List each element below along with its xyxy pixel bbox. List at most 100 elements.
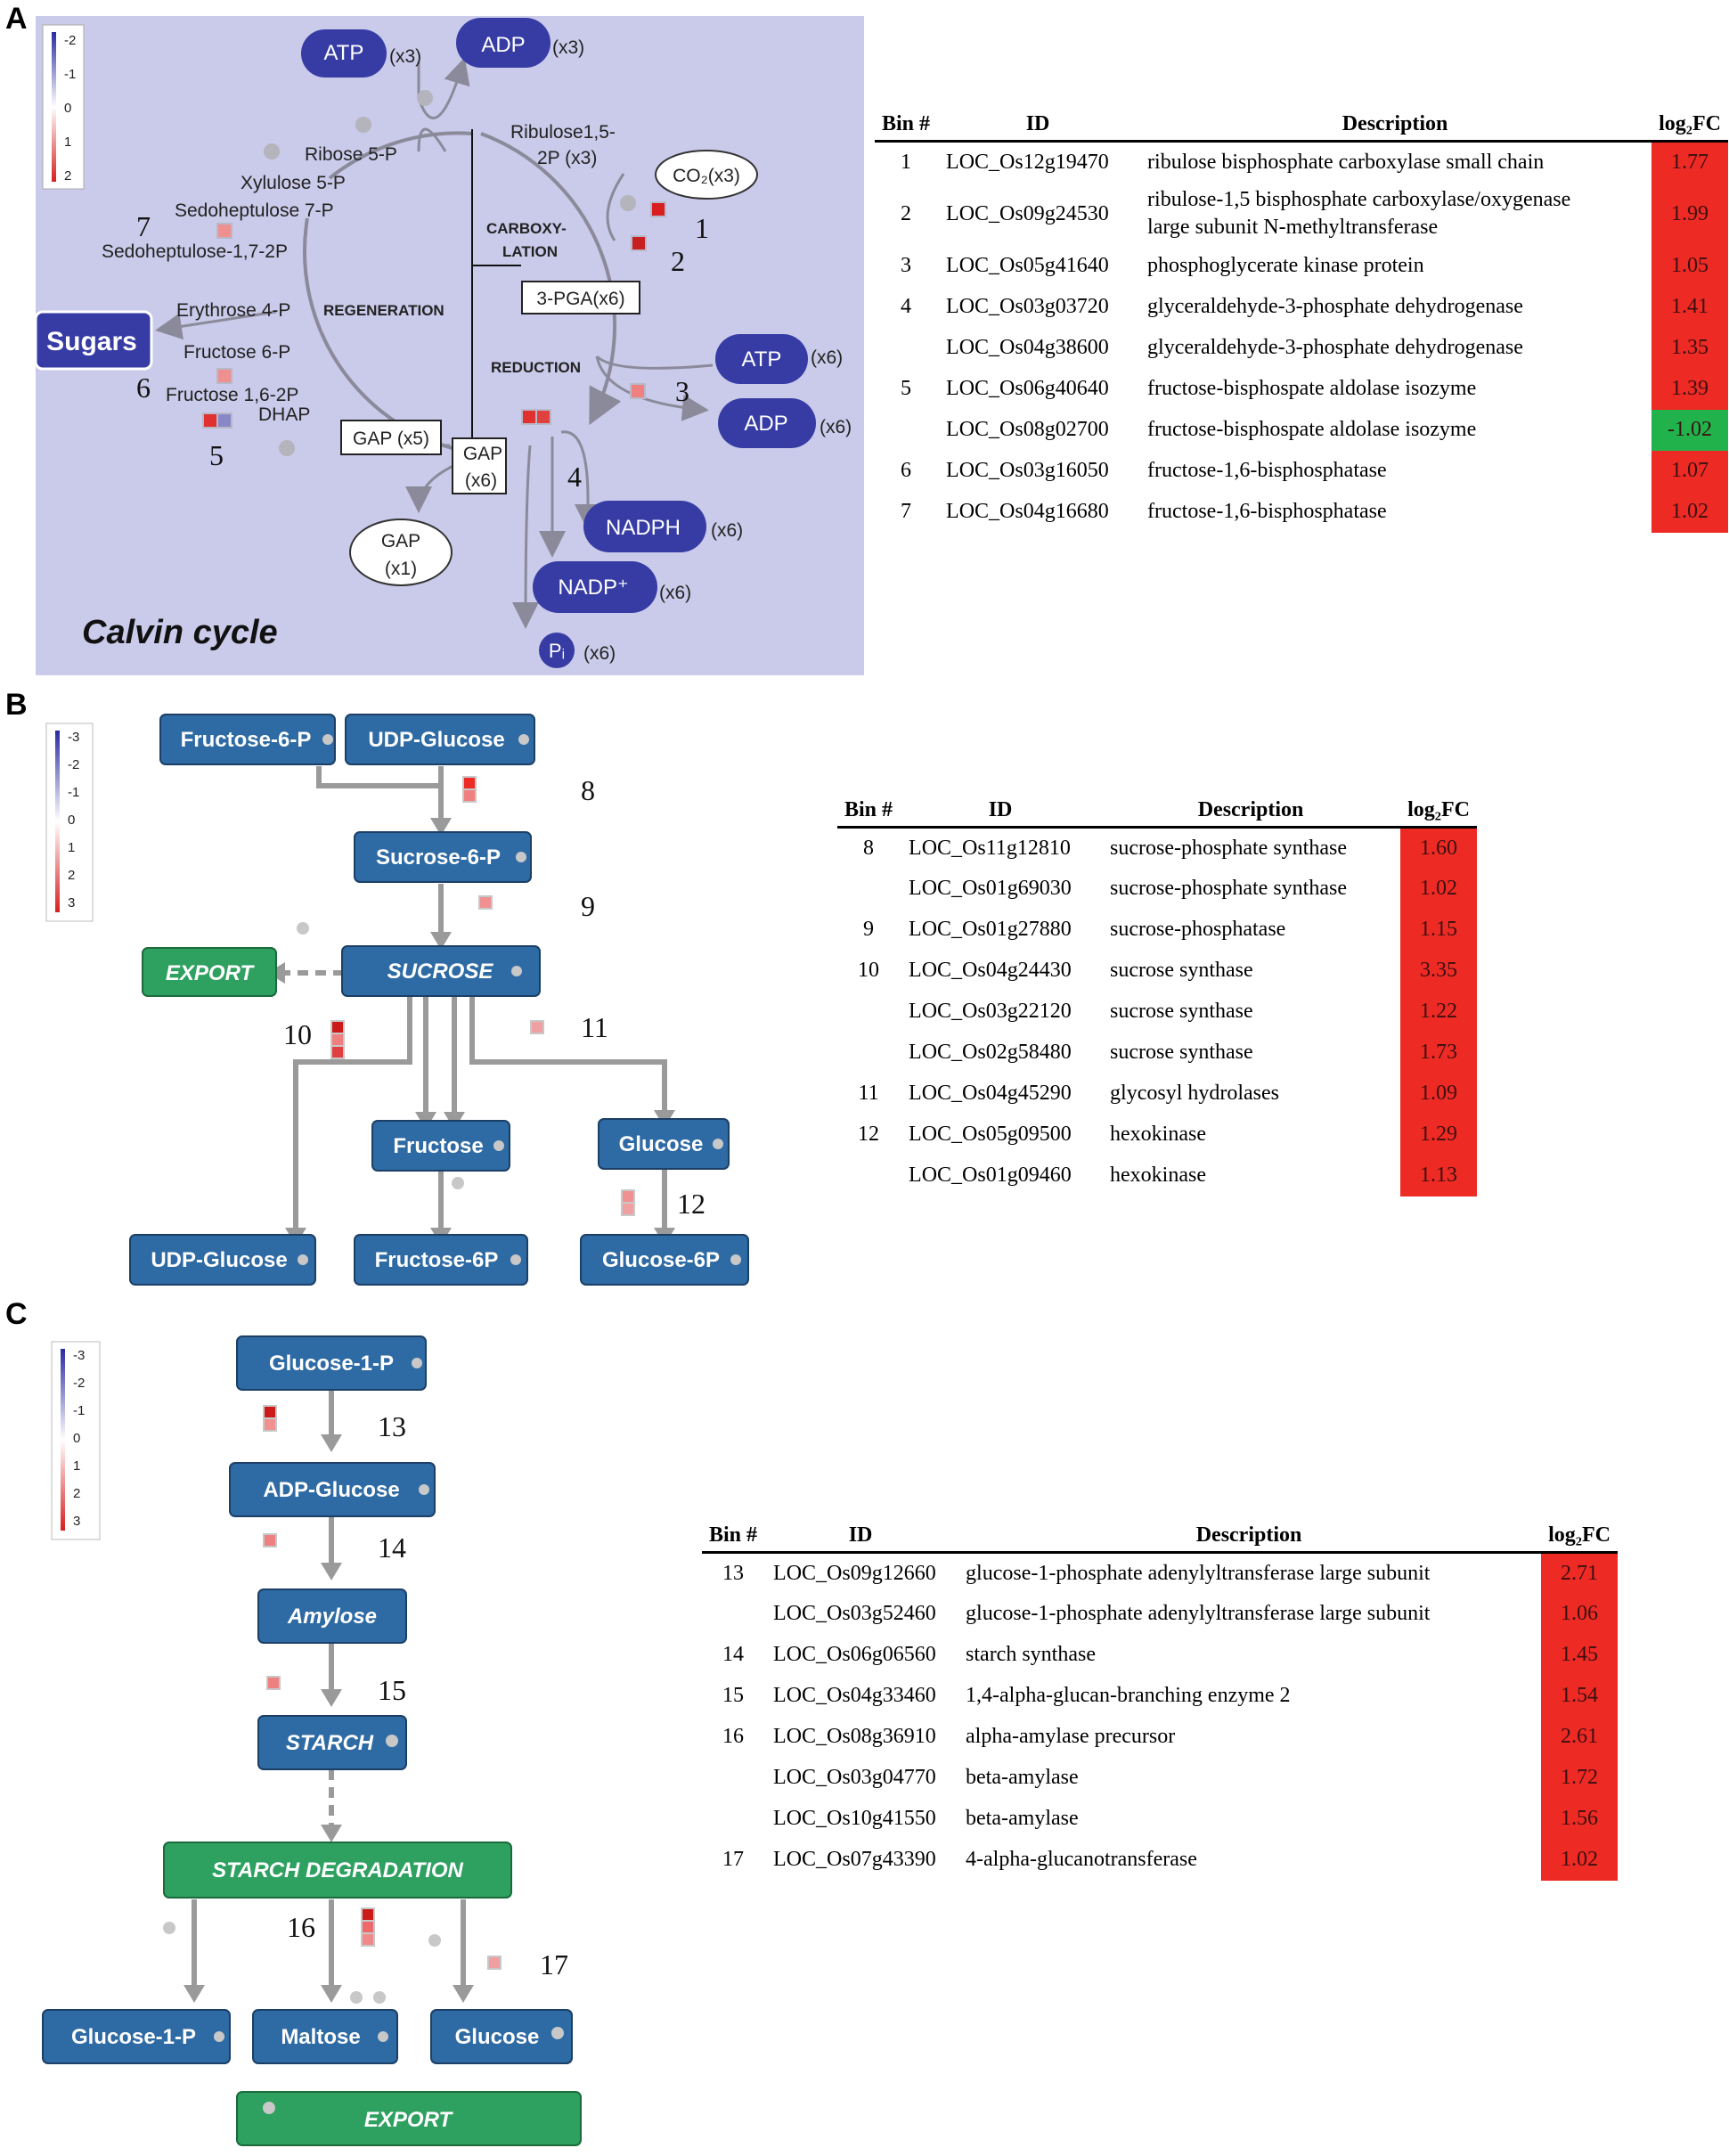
- rubp-label-2: 2P (x3): [537, 148, 597, 168]
- col-bin: Bin #: [702, 1522, 765, 1554]
- bin-10-label: 10: [283, 1018, 312, 1050]
- node-export-c: EXPORT: [236, 2091, 582, 2146]
- cell-id: LOC_Os04g45290: [909, 1082, 1072, 1105]
- co2-label: CO₂(x3): [673, 166, 740, 186]
- svg-text:Maltose: Maltose: [281, 2025, 360, 2049]
- gap6-label-b: (x6): [465, 470, 497, 491]
- col-log2fc: log₂FC: [1652, 110, 1729, 143]
- cell-description: 4-alpha-glucanotransferase: [957, 1840, 1541, 1881]
- cell-log2fc: 2.71: [1541, 1552, 1619, 1594]
- table-row: 6 LOC_Os03g16050 fructose-1,6-bisphosphata…: [875, 450, 1729, 492]
- cell-bin: [837, 869, 900, 910]
- gap6-label-a: GAP: [463, 444, 502, 464]
- svg-text:Fructose: Fructose: [393, 1134, 483, 1158]
- cell-id: LOC_Os04g38600: [946, 336, 1109, 360]
- atp-top-label: ATP: [324, 41, 364, 65]
- reduction-label: REDUCTION: [491, 359, 581, 376]
- bin-6-marker: [216, 368, 232, 384]
- bin-15-label: 15: [378, 1674, 406, 1706]
- svg-text:Glucose-6P: Glucose-6P: [602, 1248, 720, 1272]
- pga-label: 3-PGA(x6): [536, 289, 624, 309]
- cell-id: LOC_Os05g41640: [946, 254, 1109, 278]
- node-glc6p: Glucose-6P: [580, 1234, 749, 1286]
- cell-description: glucose-1-phosphate adenylyltransferase …: [957, 1594, 1541, 1635]
- cell-id: LOC_Os06g06560: [773, 1643, 936, 1666]
- cell-id: LOC_Os03g22120: [909, 1000, 1072, 1023]
- description-line: fructose-1,6-bisphosphatase: [1147, 459, 1387, 483]
- svg-text:2: 2: [73, 1486, 80, 1501]
- cell-bin: [875, 410, 937, 451]
- svg-text:EXPORT: EXPORT: [364, 2108, 454, 2132]
- gap1-label-a: GAP: [381, 531, 420, 551]
- svg-text:1: 1: [73, 1458, 80, 1474]
- calvin-cycle-diagram: -2 -1 0 1 2: [34, 16, 864, 675]
- col-log2fc: log₂FC: [1541, 1522, 1619, 1554]
- table-row: 3 LOC_Os05g41640 phosphoglycerate kinase p…: [875, 245, 1729, 287]
- sedo7-label: Sedoheptulose 7-P: [175, 200, 334, 221]
- sugars-label: Sugars: [46, 327, 137, 356]
- cycle-arc-right: [480, 132, 622, 426]
- description-line: glycosyl hydrolases: [1110, 1082, 1280, 1105]
- bin-4-label: 4: [567, 461, 582, 493]
- cell-log2fc: 1.06: [1541, 1593, 1619, 1635]
- cell-log2fc: 1.99: [1652, 182, 1729, 246]
- node-f6p: Fructose-6-P: [159, 714, 336, 765]
- svg-text:Glucose-1-P: Glucose-1-P: [269, 1352, 394, 1376]
- col-log2fc: log₂FC: [1400, 796, 1478, 829]
- cell-id: LOC_Os11g12810: [909, 836, 1071, 860]
- col-id: ID: [764, 1522, 958, 1554]
- carboxylation-label-1: CARBOXY-: [486, 220, 567, 237]
- svg-text:Amylose: Amylose: [287, 1605, 377, 1629]
- panel-c: C -3 -2 -1 0 1 2 3 Glucose-1-P ADP-Gluco: [0, 1292, 1729, 2156]
- node-adpg: ADP-Glucose: [229, 1462, 436, 1517]
- cell-id: LOC_Os09g24530: [946, 201, 1109, 225]
- cell-log2fc: 1.15: [1400, 909, 1478, 951]
- bin-11-marker: [530, 1020, 544, 1034]
- cell-log2fc: 1.02: [1541, 1839, 1619, 1881]
- cell-bin: 10: [858, 959, 880, 982]
- cell-log2fc: 1.02: [1652, 491, 1729, 533]
- gap5-label: GAP (x5): [353, 429, 429, 449]
- bin-13-marker: [263, 1405, 277, 1419]
- atp-top-mult: (x3): [389, 46, 421, 67]
- cell-log2fc: 3.35: [1400, 950, 1478, 992]
- cell-id: LOC_Os08g36910: [773, 1725, 936, 1748]
- description-line: phosphoglycerate kinase protein: [1147, 254, 1424, 278]
- legend-a: -2 -1 0 1 2: [42, 24, 85, 190]
- svg-text:0: 0: [68, 813, 75, 828]
- calvin-title: Calvin cycle: [82, 614, 278, 651]
- cell-log2fc: 1.07: [1652, 450, 1729, 492]
- description-line: fructose-bisphospate aldolase isozyme: [1147, 377, 1477, 401]
- sedo17-label: Sedoheptulose-1,7-2P: [102, 241, 288, 262]
- col-bin: Bin #: [837, 796, 901, 829]
- bin-10-marker: [330, 1020, 345, 1034]
- cell-bin: 17: [722, 1848, 745, 1871]
- cell-log2fc: 1.54: [1541, 1675, 1619, 1717]
- panel-label-b: B: [5, 688, 28, 722]
- cell-log2fc: 1.09: [1400, 1073, 1478, 1115]
- cell-id: LOC_Os03g16050: [946, 459, 1109, 483]
- bin-6-label: 6: [136, 372, 151, 404]
- bin-1-marker: [650, 201, 666, 217]
- nadph-label: NADPH: [606, 516, 681, 540]
- description-line: 1,4-alpha-glucan-branching enzyme 2: [966, 1684, 1291, 1707]
- cell-bin: 4: [901, 295, 912, 319]
- cell-log2fc: 1.56: [1541, 1798, 1619, 1840]
- cell-description: sucrose synthase: [1101, 951, 1400, 992]
- cell-bin: 13: [722, 1561, 745, 1585]
- cell-description: beta-amylase: [957, 1799, 1541, 1840]
- cell-bin: 6: [901, 459, 912, 483]
- bin-5-label: 5: [209, 439, 224, 471]
- bin-2-label: 2: [671, 245, 685, 277]
- cell-description: fructose-1,6-bisphosphatase: [1138, 451, 1652, 492]
- cell-bin: 3: [901, 254, 912, 278]
- cell-id: LOC_Os09g12660: [773, 1561, 936, 1585]
